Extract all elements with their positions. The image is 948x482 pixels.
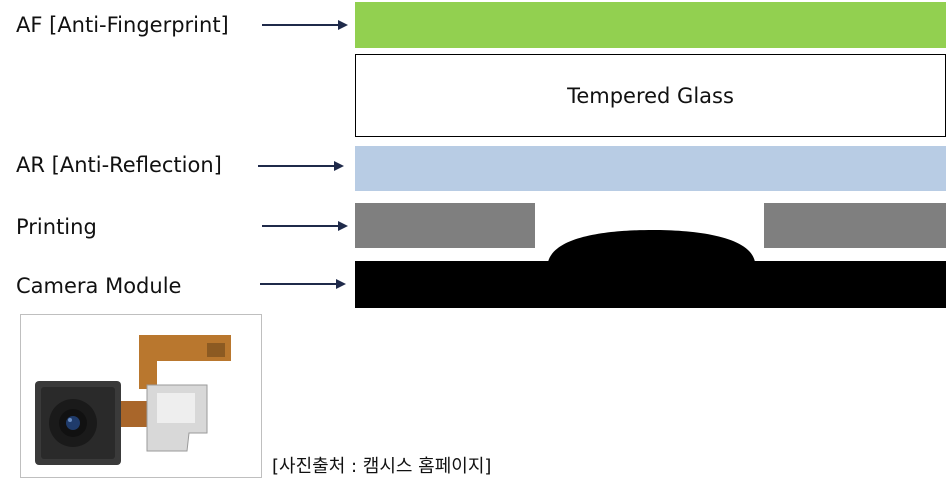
arrow-af bbox=[262, 20, 348, 30]
ar-layer bbox=[355, 146, 946, 191]
camera-module-illustration bbox=[35, 335, 231, 465]
arrow-camera-module bbox=[260, 279, 346, 289]
tempered-glass-label: Tempered Glass bbox=[567, 83, 734, 108]
printing-layer-left bbox=[355, 203, 535, 248]
arrow-ar bbox=[258, 161, 344, 171]
af-layer bbox=[355, 2, 946, 48]
printing-layer-right bbox=[764, 203, 946, 248]
camera-module-photo bbox=[20, 314, 262, 478]
label-printing: Printing bbox=[16, 215, 97, 239]
label-camera-module: Camera Module bbox=[16, 274, 182, 298]
arrow-printing bbox=[262, 221, 348, 231]
tempered-glass-layer: Tempered Glass bbox=[355, 54, 946, 137]
label-ar: AR [Anti-Reflection] bbox=[16, 153, 222, 177]
camera-module-layer bbox=[355, 230, 946, 308]
label-af: AF [Anti-Fingerprint] bbox=[16, 13, 229, 37]
photo-caption: [사진출처 : 캠시스 홈페이지] bbox=[272, 456, 492, 477]
